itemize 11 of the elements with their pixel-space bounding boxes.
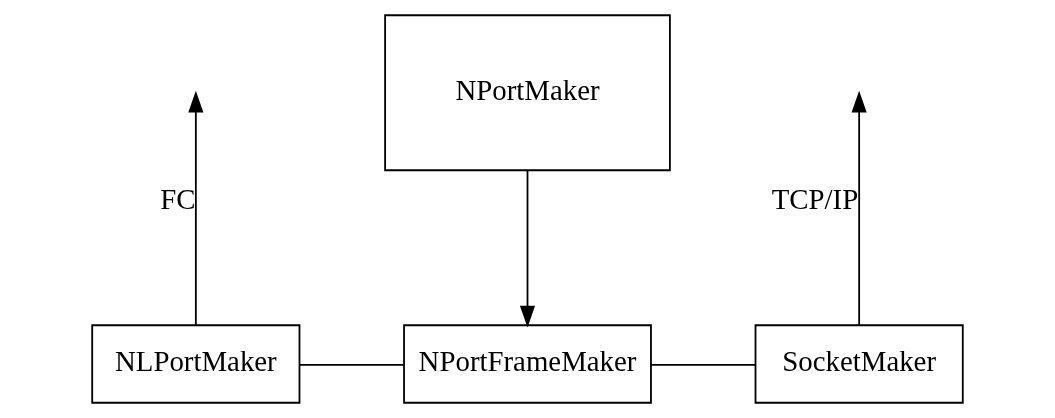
connector: [650, 364, 756, 366]
arrow: [851, 90, 867, 326]
node-box: NPortMaker: [384, 14, 671, 172]
node-box: SocketMaker: [754, 324, 964, 404]
edge-label: TCP/IP: [771, 182, 859, 215]
arrow: [519, 169, 536, 328]
node-box: NPortFrameMaker: [403, 324, 652, 404]
connector: [298, 364, 405, 366]
edge-label: FC: [160, 182, 196, 215]
node-box: NLPortMaker: [91, 324, 301, 404]
arrow: [188, 90, 204, 326]
